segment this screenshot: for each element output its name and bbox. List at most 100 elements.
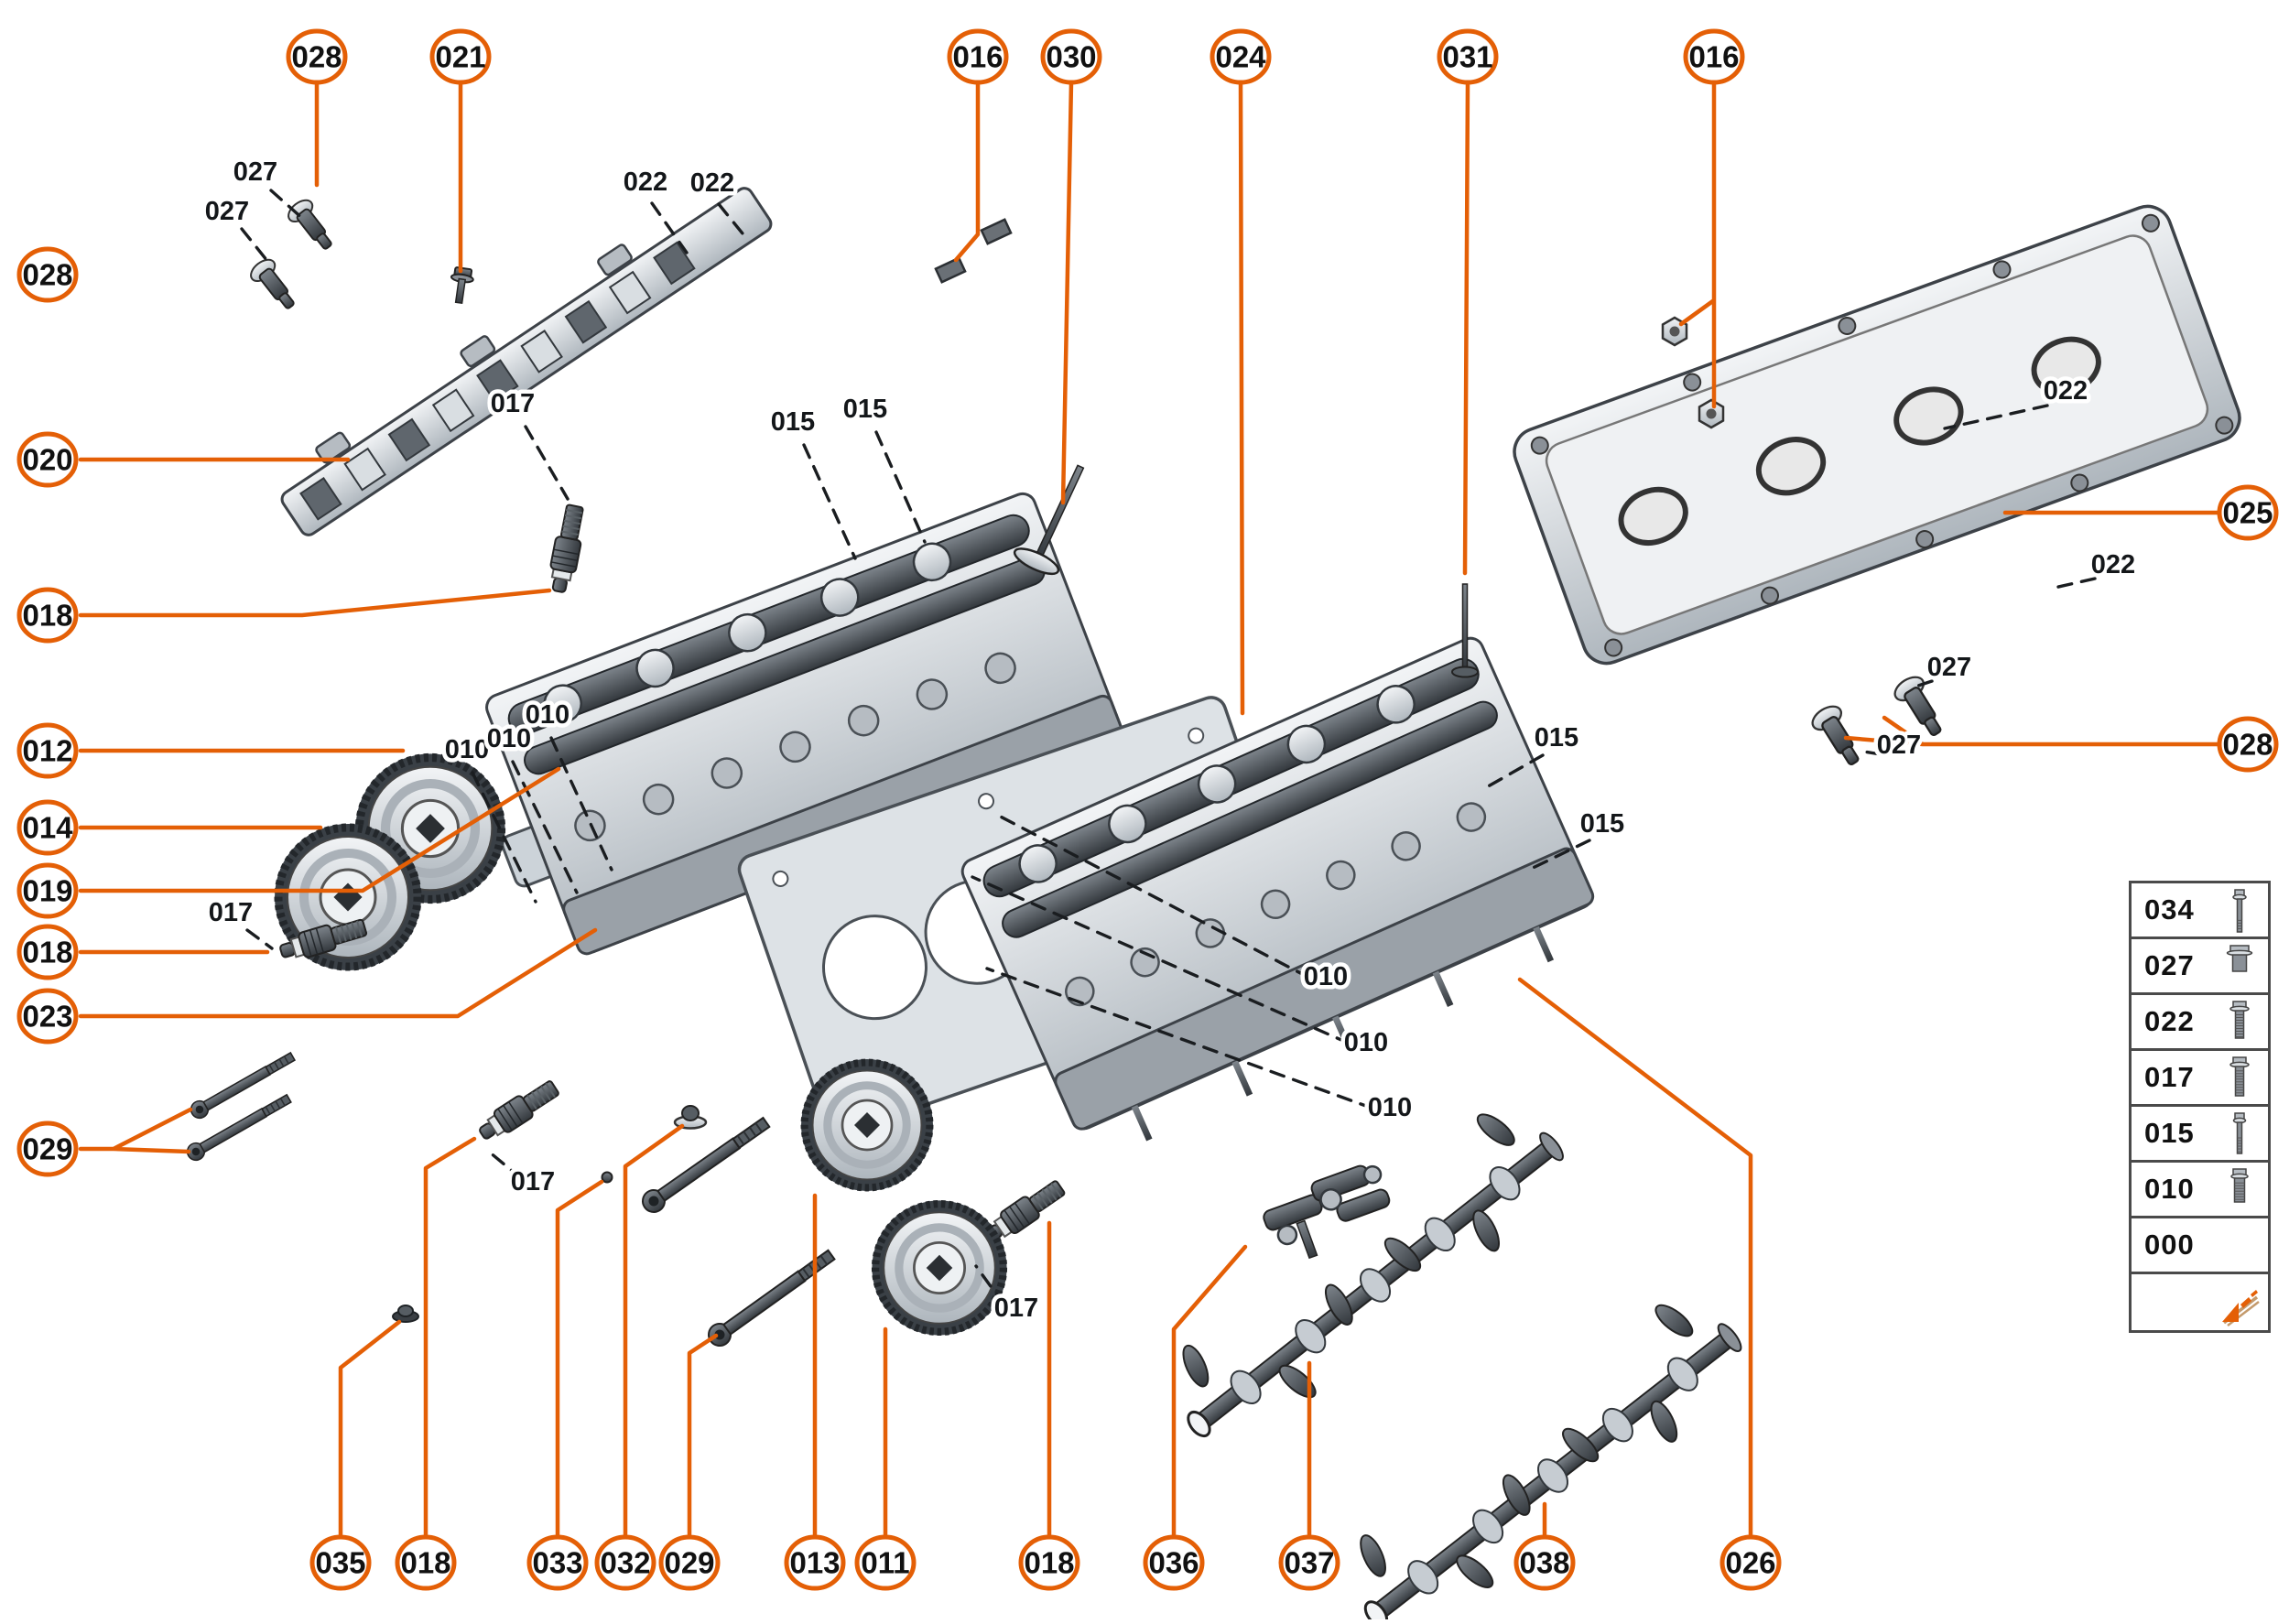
dashed-leader-line (240, 227, 273, 267)
callout-018-bottom-2[interactable]: 018 (1018, 1534, 1080, 1591)
callout-031-circle[interactable] (1437, 28, 1499, 85)
callout-021[interactable]: 021 (429, 28, 492, 85)
callout-037-number: 037 (1284, 1546, 1334, 1580)
callout-016-top-left-circle[interactable] (947, 28, 1009, 85)
part-label-027: 027 (233, 157, 277, 187)
callout-029-bottom[interactable]: 029 (658, 1534, 721, 1591)
callout-012[interactable]: 012 (16, 722, 79, 779)
legend-row-015[interactable]: 015 (2132, 1107, 2268, 1163)
callout-025[interactable]: 025 (2217, 484, 2279, 541)
callout-038[interactable]: 038 (1513, 1534, 1576, 1591)
callout-028-left[interactable]: 028 (16, 246, 79, 303)
callout-018-left-upper[interactable]: 018 (16, 587, 79, 644)
callout-018-bottom-1[interactable]: 018 (395, 1534, 457, 1591)
callout-018-bottom-1-circle[interactable] (395, 1534, 457, 1591)
callout-012-circle[interactable] (16, 722, 79, 779)
leader-016-top-left (953, 80, 981, 263)
part-label-010: 010 (1368, 1093, 1412, 1122)
callout-033[interactable]: 033 (526, 1534, 589, 1591)
callout-037[interactable]: 037 (1278, 1534, 1340, 1591)
callout-020-circle[interactable] (16, 431, 79, 488)
callout-014-number: 014 (22, 811, 73, 845)
callout-018-bottom-2-circle[interactable] (1018, 1534, 1080, 1591)
legend-row-000[interactable]: 000 (2132, 1218, 2268, 1274)
callout-029-left-circle[interactable] (16, 1121, 79, 1177)
callout-035[interactable]: 035 (309, 1534, 372, 1591)
callout-013[interactable]: 013 (784, 1534, 846, 1591)
rocker-assembly-illustration (1263, 1164, 1391, 1260)
callout-028-top[interactable]: 028 (286, 28, 348, 85)
leader-016-top-right (1678, 80, 1717, 409)
part-label-022: 022 (2091, 550, 2135, 579)
callout-018-left-upper-circle[interactable] (16, 587, 79, 644)
callout-029-left[interactable]: 029 (16, 1121, 79, 1177)
clip-016-illustration-2 (980, 218, 1013, 245)
part-label-017: 017 (994, 1294, 1038, 1323)
callout-030-number: 030 (1046, 40, 1096, 74)
callout-016-top-right-circle[interactable] (1683, 28, 1745, 85)
callout-036[interactable]: 036 (1143, 1534, 1205, 1591)
dashed-leader-line (717, 202, 748, 240)
dashed-leader-line (1908, 679, 1934, 690)
callout-028-right[interactable]: 028 (2217, 716, 2279, 773)
callout-020[interactable]: 020 (16, 431, 79, 488)
callout-014[interactable]: 014 (16, 799, 79, 856)
hex-nut-illustration-2 (1698, 398, 1725, 429)
callout-014-circle[interactable] (16, 799, 79, 856)
legend-row-010[interactable]: 010 (2132, 1163, 2268, 1218)
leader-035 (338, 1319, 402, 1538)
callout-033-circle[interactable] (526, 1534, 589, 1591)
callout-029-bottom-circle[interactable] (658, 1534, 721, 1591)
dashed-leader-line (650, 201, 689, 254)
callout-032[interactable]: 032 (594, 1534, 656, 1591)
callout-032-circle[interactable] (594, 1534, 656, 1591)
callout-013-circle[interactable] (784, 1534, 846, 1591)
callout-019-circle[interactable] (16, 862, 79, 919)
callout-024-circle[interactable] (1210, 28, 1272, 85)
callout-036-circle[interactable] (1143, 1534, 1205, 1591)
camshaft-frame-illustration (280, 187, 773, 536)
leader-028-right (1843, 715, 2222, 747)
legend-row-logo[interactable] (2132, 1274, 2268, 1330)
callout-026-circle[interactable] (1719, 1534, 1782, 1591)
callout-011[interactable]: 011 (854, 1534, 917, 1591)
callout-023-circle[interactable] (16, 988, 79, 1045)
bolt-illustration-4 (703, 1244, 839, 1351)
callout-024-number: 024 (1215, 40, 1266, 74)
callout-016-top-left-number: 016 (952, 40, 1003, 74)
legend-row-022[interactable]: 022 (2132, 995, 2268, 1051)
callout-011-circle[interactable] (854, 1534, 917, 1591)
bolt-thick-icon (2230, 1168, 2249, 1203)
callout-037-circle[interactable] (1278, 1534, 1340, 1591)
dashed-leader-line (1943, 404, 2049, 430)
callout-026[interactable]: 026 (1719, 1534, 1782, 1591)
callout-028-right-circle[interactable] (2217, 716, 2279, 773)
callout-018-left-upper-number: 018 (22, 599, 72, 633)
legend-row-017[interactable]: 017 (2132, 1051, 2268, 1107)
callout-028-left-number: 028 (22, 258, 72, 292)
legend-row-034[interactable]: 034 (2132, 883, 2268, 939)
callout-030[interactable]: 030 (1040, 28, 1102, 85)
callout-031[interactable]: 031 (1437, 28, 1499, 85)
callout-024[interactable]: 024 (1210, 28, 1272, 85)
callout-038-circle[interactable] (1513, 1534, 1576, 1591)
callout-021-circle[interactable] (429, 28, 492, 85)
callout-018-left-lower[interactable]: 018 (16, 924, 79, 980)
callout-028-top-circle[interactable] (286, 28, 348, 85)
legend-part-number: 000 (2144, 1229, 2195, 1261)
callout-028-left-circle[interactable] (16, 246, 79, 303)
callout-016-top-right[interactable]: 016 (1683, 28, 1745, 85)
part-label-010: 010 (445, 735, 489, 764)
callout-035-circle[interactable] (309, 1534, 372, 1591)
callout-016-top-right-number: 016 (1688, 40, 1739, 74)
callout-030-circle[interactable] (1040, 28, 1102, 85)
callout-018-left-lower-circle[interactable] (16, 924, 79, 980)
callout-016-top-left[interactable]: 016 (947, 28, 1009, 85)
legend-row-027[interactable]: 027 (2132, 939, 2268, 995)
legend-icon-cell (2218, 1108, 2261, 1159)
callout-019[interactable]: 019 (16, 862, 79, 919)
callout-025-circle[interactable] (2217, 484, 2279, 541)
callout-023[interactable]: 023 (16, 988, 79, 1045)
legend-part-number: 022 (2144, 1005, 2195, 1037)
